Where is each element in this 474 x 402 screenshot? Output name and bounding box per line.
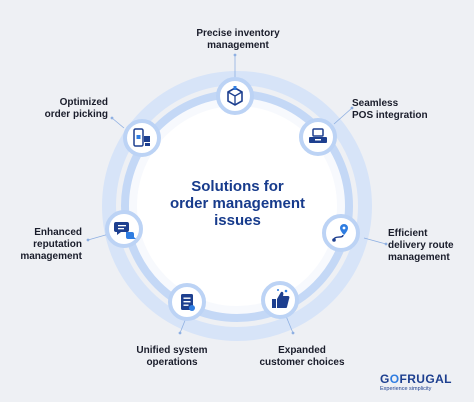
label-choices: Expanded customer choices [259,345,345,368]
connector-reputation [87,233,110,241]
node-inventory [216,77,254,115]
node-picking [123,119,161,157]
node-pos [299,118,337,156]
node-choices [261,281,299,319]
label-pos: Seamless POS integration [352,98,428,121]
connector-pos [333,107,353,125]
connector-choices [285,315,294,334]
connector-delivery [363,237,387,245]
node-unified [168,283,206,321]
mobile-cart-icon [133,128,150,147]
pos-terminal-icon [309,128,327,143]
label-unified: Unified system operations [136,345,208,368]
connectors [86,53,388,335]
center-title: Solutions for order management issues [169,178,306,229]
label-reputation: Enhanced reputation management [20,227,82,262]
node-delivery [322,214,360,252]
brand-tagline: Experience simplicity [380,386,432,392]
document-list-icon [181,294,195,311]
label-picking: Optimized order picking [44,97,108,120]
label-inventory: Precise inventory management [196,28,280,51]
thumbs-up-icon [272,289,290,308]
package-icon [227,86,243,106]
brand-name: GOFRUGAL [380,372,452,386]
gofrugal-logo: GOFRUGAL Experience simplicity [380,373,452,393]
label-delivery: Efficient delivery route management [388,228,454,263]
chat-bubbles-icon [114,222,136,239]
node-reputation [105,210,143,248]
route-pin-icon [332,224,348,242]
inner-disc [137,106,337,306]
connector-picking [111,117,125,129]
